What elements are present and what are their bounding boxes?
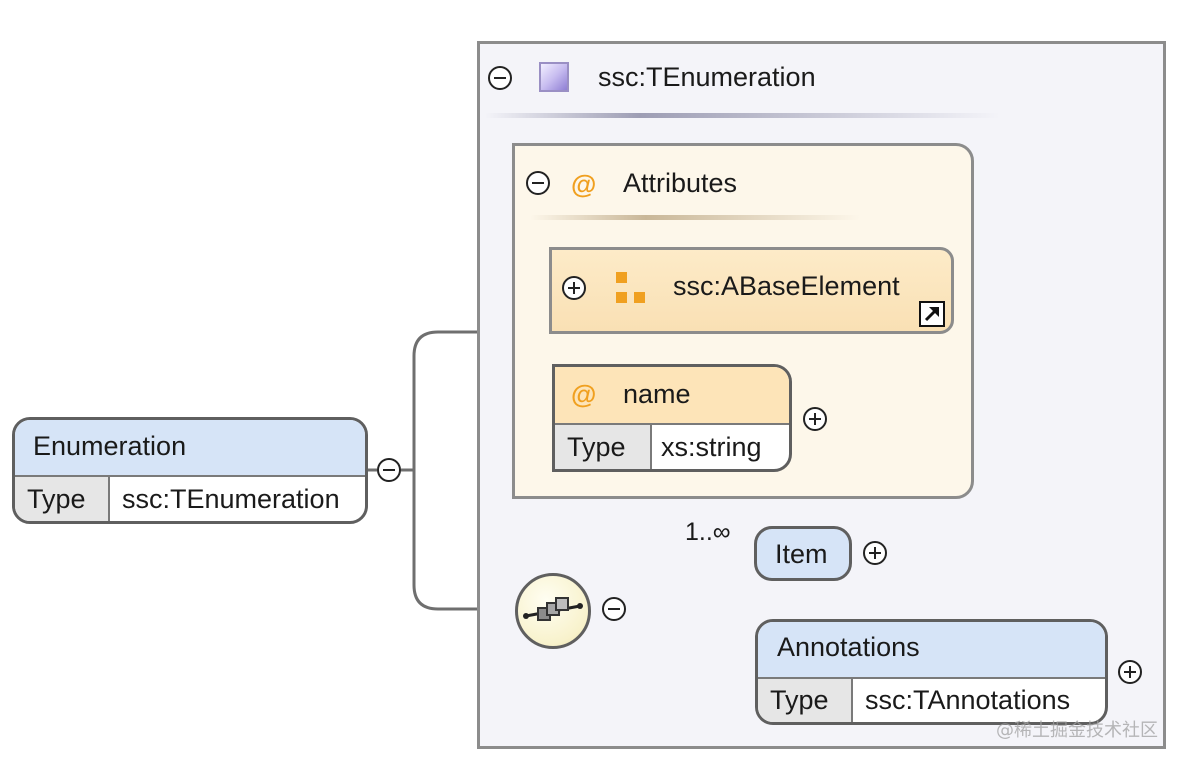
expand-icon[interactable] (803, 407, 827, 431)
annotations-type-value: ssc:TAnnotations (865, 685, 1071, 715)
complex-type-title: ssc:TEnumeration (598, 62, 816, 92)
item-element[interactable] (754, 526, 852, 581)
collapse-icon[interactable] (526, 171, 550, 195)
type-separator (485, 113, 1000, 118)
attribute-group-label: ssc:ABaseElement (673, 271, 900, 301)
attribute-icon: @ (571, 169, 597, 199)
enumeration-element[interactable] (12, 417, 368, 524)
expand-icon[interactable] (863, 541, 887, 565)
expand-icon[interactable] (1118, 660, 1142, 684)
collapse-icon[interactable] (602, 597, 626, 621)
reference-link-icon[interactable] (919, 301, 945, 327)
annotations-element[interactable] (755, 619, 1108, 725)
sequence-compositor-icon (523, 597, 583, 621)
expand-icon[interactable] (562, 276, 586, 300)
name-attribute[interactable] (552, 364, 792, 472)
annotations-type-key: Type (770, 685, 829, 715)
attributes-separator (530, 215, 860, 220)
annotations-header (758, 622, 1105, 679)
type-key-cell (555, 425, 652, 469)
attribute-type-value: xs:string (661, 432, 762, 462)
collapse-icon[interactable] (488, 66, 512, 90)
sequence-compositor[interactable] (515, 573, 591, 649)
item-name: Item (775, 539, 828, 569)
type-key-cell (758, 679, 853, 722)
watermark: @稀土掘金技术社区 (996, 720, 1158, 741)
attribute-type-key: Type (567, 432, 626, 462)
complex-type-icon (539, 62, 569, 92)
item-occurrence: 1..∞ (685, 518, 731, 546)
attribute-name-label: name (623, 379, 691, 409)
type-key-cell (15, 477, 110, 521)
attribute-group-ref[interactable] (549, 247, 954, 334)
attributes-title: Attributes (623, 168, 738, 198)
enumeration-header (15, 420, 365, 477)
attribute-icon: @ (571, 379, 597, 409)
enumeration-type-value: ssc:TEnumeration (122, 484, 340, 514)
collapse-icon[interactable] (377, 458, 401, 482)
enumeration-name: Enumeration (33, 431, 187, 461)
enumeration-type-key: Type (27, 484, 86, 514)
annotations-name: Annotations (777, 632, 920, 662)
name-attribute-header (555, 367, 789, 425)
